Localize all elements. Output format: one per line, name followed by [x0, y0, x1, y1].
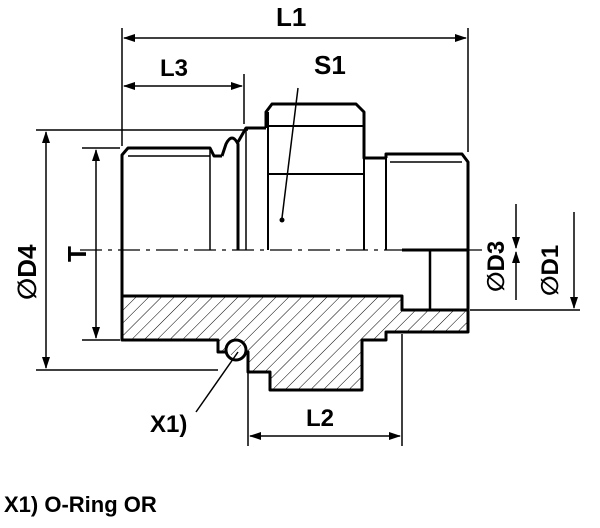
label-t: T: [62, 246, 92, 262]
label-d1: ∅D1: [537, 245, 564, 296]
footnote: X1) O-Ring OR: [4, 492, 157, 517]
o-ring: [224, 338, 248, 362]
label-d3: ∅D3: [483, 241, 510, 292]
label-l2: L2: [306, 405, 334, 432]
label-l3: L3: [160, 55, 188, 82]
label-x1: X1): [150, 411, 187, 438]
label-l1: L1: [276, 2, 306, 32]
s1-leader-dot: [279, 217, 285, 223]
sectioned-body: [120, 250, 470, 392]
label-d4: ∅D4: [12, 244, 42, 300]
dimension-lines: [36, 28, 580, 446]
label-s1: S1: [314, 50, 346, 80]
fitting-outline: [120, 102, 470, 310]
